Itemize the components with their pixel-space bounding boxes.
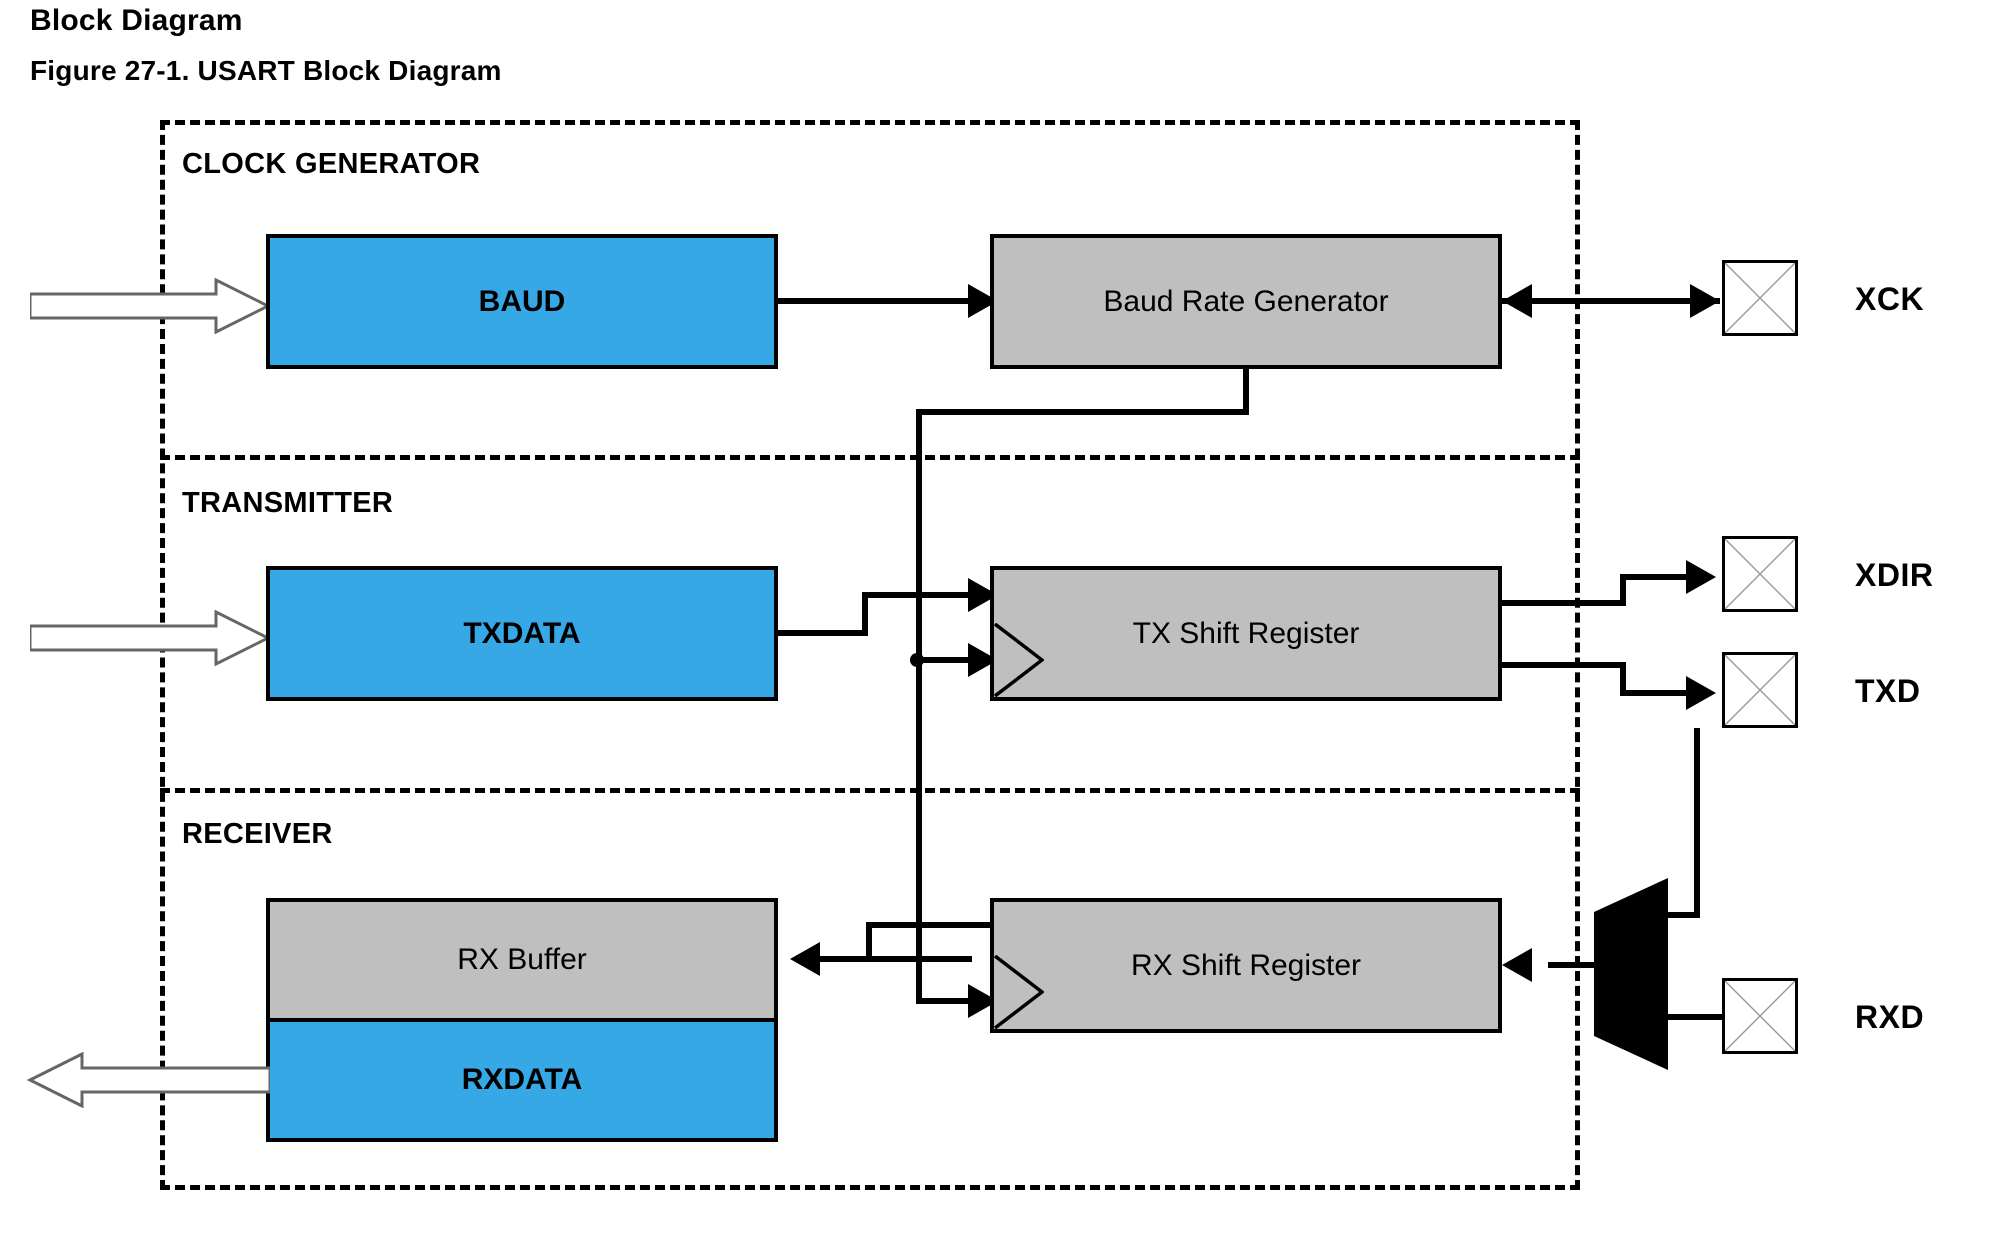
baud-bus-input-arrow [30, 278, 270, 334]
pin-label-txd: TXD [1855, 673, 1921, 709]
wire-rxsr-data-step [866, 922, 872, 962]
pin-rxd[interactable] [1722, 978, 1798, 1054]
arrowhead-xck-out [1690, 284, 1720, 318]
arrowhead-rxsr-data-in [1502, 948, 1532, 982]
rx-shift-register-clock-triangle [994, 955, 1044, 1029]
arrowhead-rx-buffer-in [790, 942, 820, 976]
wire-txsr-xdir [1502, 600, 1626, 606]
wire-rx-clock-in [916, 998, 978, 1004]
wire-tx-clock-in [916, 657, 978, 663]
section-label-clock-generator: CLOCK GENERATOR [182, 148, 481, 180]
pin-label-rxd: RXD [1855, 999, 1925, 1035]
wire-xdir-step [1620, 574, 1626, 606]
wire-brg-clk-down [1243, 369, 1249, 414]
wire-clock-trunk [916, 409, 922, 1004]
section-label-transmitter: TRANSMITTER [182, 487, 394, 519]
wire-brg-xck [1502, 298, 1720, 304]
wire-txsr-txd [1502, 662, 1626, 668]
usart-boundary [160, 120, 1580, 1190]
wire-txdata-step [862, 592, 868, 636]
pin-label-xdir: XDIR [1855, 557, 1934, 593]
wire-txd-step [1620, 662, 1626, 696]
txdata-bus-input-arrow [30, 610, 270, 666]
block-txdata[interactable]: TXDATA [266, 566, 778, 701]
wire-rxd-to-mux [1640, 1014, 1722, 1020]
wire-xdir-to-pin [1620, 574, 1692, 580]
wire-brg-clk-left [916, 409, 1249, 415]
arrowhead-mux-rxd-in [1610, 1000, 1640, 1034]
block-rx-shift-register[interactable]: RX Shift Register [990, 898, 1502, 1033]
block-rxdata[interactable]: RXDATA [266, 1018, 778, 1142]
arrowhead-xdir-in [1686, 560, 1716, 594]
wire-baud-to-brg [778, 298, 978, 304]
pin-xdir[interactable] [1722, 536, 1798, 612]
pin-label-xck: XCK [1855, 281, 1925, 317]
wire-txd-loopback-down [1694, 728, 1700, 918]
wire-txd-loopback-left [1640, 912, 1700, 918]
tx-shift-register-clock-triangle [994, 623, 1044, 697]
divider-clock-transmitter [160, 455, 1580, 460]
wire-txdata-out [778, 630, 868, 636]
block-baud[interactable]: BAUD [266, 234, 778, 369]
wire-rxsr-to-rxbuffer [820, 956, 972, 962]
pin-xck[interactable] [1722, 260, 1798, 336]
block-tx-shift-register[interactable]: TX Shift Register [990, 566, 1502, 701]
block-rx-buffer[interactable]: RX Buffer [266, 898, 778, 1022]
arrowhead-txd-in [1686, 676, 1716, 710]
arrowhead-brg-xck-in [1502, 284, 1532, 318]
pin-txd[interactable] [1722, 652, 1798, 728]
page-title: Block Diagram [30, 4, 243, 37]
rx-input-multiplexer[interactable] [1594, 878, 1670, 1070]
divider-transmitter-receiver [160, 788, 1580, 793]
figure-caption: Figure 27-1. USART Block Diagram [30, 55, 502, 86]
section-label-receiver: RECEIVER [182, 818, 333, 850]
wire-txdata-to-txsr [862, 592, 978, 598]
block-baud-rate-generator[interactable]: Baud Rate Generator [990, 234, 1502, 369]
rxdata-bus-output-arrow [24, 1052, 270, 1108]
wire-rxsr-data-out [866, 922, 990, 928]
wire-txd-to-pin [1620, 690, 1692, 696]
